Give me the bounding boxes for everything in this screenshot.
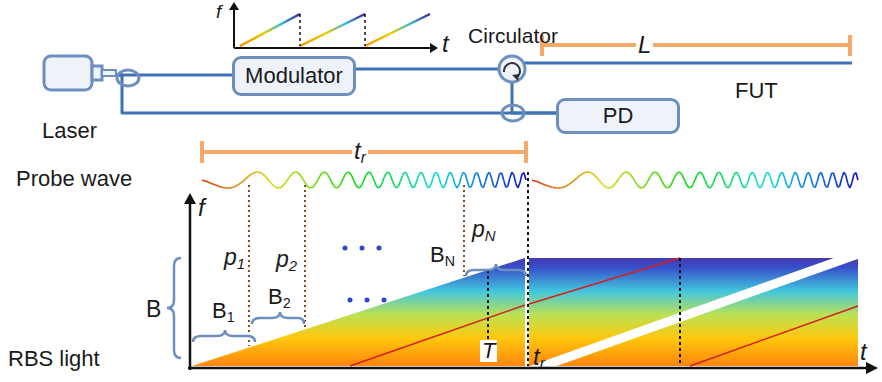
label: L [636,33,653,57]
label: t [442,32,449,56]
circulator-node: Circulator [462,24,564,86]
label: t [860,340,867,364]
label: RBS light [8,348,100,370]
label: pN [472,218,496,244]
rbs-chart [167,172,878,374]
label: tr [352,139,368,165]
label: B2 [268,286,291,310]
label: p2 [276,248,297,274]
circulator-symbol [462,52,564,86]
fiber-connector [512,82,556,113]
node-label: Modulator [245,63,343,89]
label: Probe wave [16,168,132,190]
fiber-connector [118,74,232,77]
fiber-connector [356,68,499,71]
node-label: PD [603,103,634,129]
inset-chart [229,2,438,53]
label: f [216,2,221,21]
node-label: Laser [42,118,118,144]
label: T [480,340,497,362]
laser-symbol [40,52,118,94]
label: f [198,196,205,220]
laser-node: Laser [40,52,118,144]
fiber [523,62,852,65]
pd-box: PD [556,98,680,134]
label: B [146,298,161,321]
length-bracket [542,35,850,56]
label: BN [430,244,455,268]
label: B1 [212,300,235,324]
label: p1 [224,246,245,272]
label: FUT [735,80,778,102]
node-label: Circulator [462,24,564,48]
probe-wave [202,172,858,188]
modulator-box: Modulator [232,56,356,96]
label: tr [533,345,545,371]
